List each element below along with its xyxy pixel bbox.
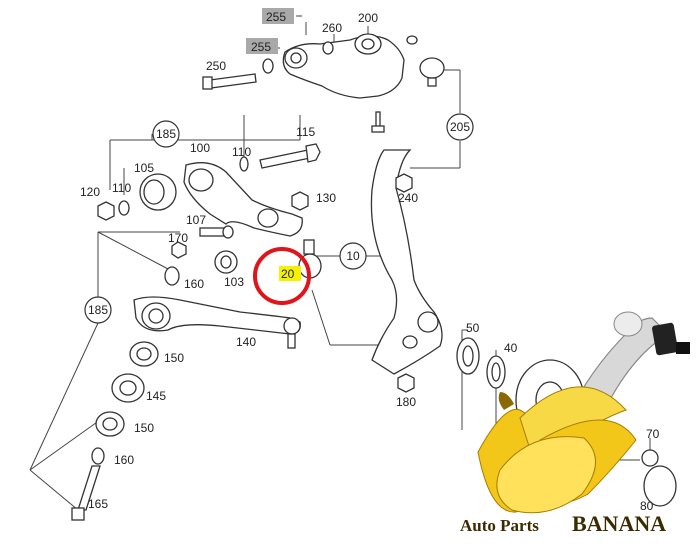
nut-70	[641, 449, 659, 467]
cap-80	[643, 465, 677, 507]
label-140: 140	[236, 335, 256, 349]
parts-drawing	[71, 33, 677, 521]
label-115: 115	[296, 125, 315, 139]
bolt-165	[77, 465, 101, 511]
nut-130	[291, 191, 309, 211]
label-160-upper: 160	[184, 277, 204, 291]
label-250: 250	[206, 59, 226, 73]
label-260: 260	[322, 21, 342, 35]
nut-240	[395, 173, 413, 193]
label-170: 170	[168, 231, 188, 245]
label-255-top: 255	[266, 10, 286, 24]
label-40: 40	[504, 341, 518, 355]
label-107: 107	[186, 213, 206, 227]
label-70: 70	[646, 427, 660, 441]
nut-170	[171, 241, 187, 259]
tag-255-second	[246, 38, 278, 54]
label-160-lower: 160	[114, 453, 134, 467]
label-185-top: 185	[156, 127, 176, 141]
label-120: 120	[80, 185, 100, 199]
label-100: 100	[190, 141, 210, 155]
label-150-upper: 150	[164, 351, 184, 365]
tag-255-top	[262, 8, 294, 24]
red-marker-circle	[253, 247, 311, 305]
nut-180	[397, 373, 415, 393]
washer-260	[322, 41, 334, 55]
label-205: 205	[450, 120, 470, 134]
label-255-second: 255	[251, 40, 271, 54]
circled-185-left: 185	[84, 296, 112, 324]
label-110-left: 110	[112, 181, 131, 195]
label-110-top: 110	[232, 145, 251, 159]
label-240: 240	[398, 191, 418, 205]
banana-logo	[477, 386, 637, 514]
washer-160a	[164, 266, 180, 286]
label-145: 145	[146, 389, 166, 403]
washer-110a	[118, 200, 130, 216]
label-105: 105	[134, 161, 154, 175]
brand-name: BANANA	[572, 511, 666, 536]
brand-prefix: Auto Parts	[460, 516, 539, 535]
washer-160b	[91, 447, 105, 465]
circled-10: 10	[339, 242, 367, 270]
circled-185-top: 185	[152, 120, 180, 148]
bolt-250	[209, 73, 257, 89]
label-200: 200	[358, 11, 378, 25]
label-103: 103	[224, 275, 244, 289]
bolt-115	[259, 149, 311, 169]
label-10: 10	[346, 249, 360, 263]
washer-110b	[239, 156, 249, 172]
highlight-20	[279, 266, 301, 281]
label-130: 130	[316, 191, 336, 205]
nut-120	[97, 201, 115, 221]
label-185-left: 185	[88, 303, 108, 317]
label-50: 50	[466, 321, 480, 335]
label-20: 20	[281, 267, 295, 281]
label-165: 165	[88, 497, 108, 511]
label-80: 80	[640, 499, 654, 513]
label-180: 180	[396, 395, 416, 409]
circled-205: 205	[446, 113, 474, 141]
label-150-lower: 150	[134, 421, 154, 435]
